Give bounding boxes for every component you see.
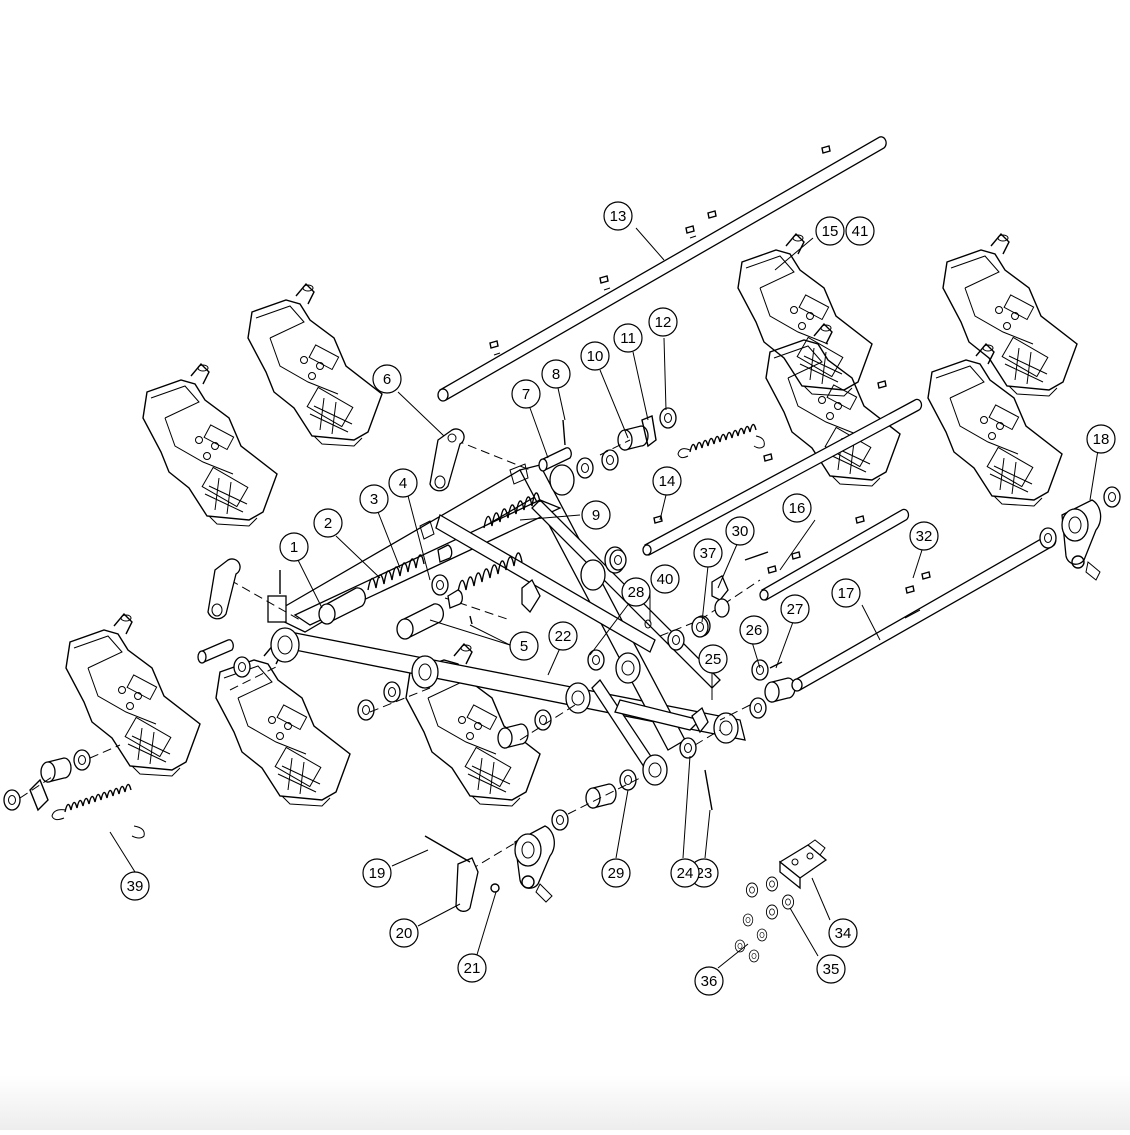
svg-text:9: 9 <box>592 507 600 524</box>
callout-10: 10 <box>580 341 610 371</box>
callout-9: 9 <box>581 500 611 530</box>
svg-text:5: 5 <box>520 638 528 655</box>
svg-text:36: 36 <box>701 973 718 990</box>
svg-text:15: 15 <box>822 223 839 240</box>
long-shaft <box>437 136 887 402</box>
callout-20: 20 <box>389 918 419 948</box>
svg-text:39: 39 <box>127 878 144 895</box>
callout-24: 24 <box>670 858 700 888</box>
pins-bushings <box>3 407 1121 831</box>
svg-text:16: 16 <box>789 500 806 517</box>
callout-18: 18 <box>1086 424 1116 454</box>
callout-39: 39 <box>120 871 150 901</box>
svg-text:7: 7 <box>522 386 530 403</box>
callout-14: 14 <box>652 466 682 496</box>
brackets <box>207 428 1102 912</box>
svg-text:2: 2 <box>324 515 332 532</box>
callout-34: 34 <box>828 918 858 948</box>
svg-text:13: 13 <box>610 208 627 225</box>
svg-text:22: 22 <box>555 628 572 645</box>
svg-text:32: 32 <box>916 528 933 545</box>
svg-text:3: 3 <box>370 491 378 508</box>
svg-text:10: 10 <box>587 348 604 365</box>
callout-12: 12 <box>648 307 678 337</box>
callout-22: 22 <box>548 621 578 651</box>
callout-32: 32 <box>909 521 939 551</box>
callout-1: 1 <box>279 532 309 562</box>
svg-text:23: 23 <box>696 865 713 882</box>
svg-text:20: 20 <box>396 925 413 942</box>
callout-11: 11 <box>613 323 643 353</box>
callout-4: 4 <box>388 468 418 498</box>
svg-text:24: 24 <box>677 865 694 882</box>
svg-text:18: 18 <box>1093 431 1110 448</box>
callout-5: 5 <box>509 631 539 661</box>
callout-36: 36 <box>694 966 724 996</box>
svg-text:21: 21 <box>464 960 481 977</box>
callout-29: 29 <box>601 858 631 888</box>
callout-2: 2 <box>313 508 343 538</box>
svg-text:26: 26 <box>746 622 763 639</box>
svg-text:6: 6 <box>383 371 391 388</box>
callout-17: 17 <box>831 578 861 608</box>
svg-text:14: 14 <box>659 473 676 490</box>
svg-text:28: 28 <box>628 584 645 601</box>
callout-15: 15 <box>815 216 845 246</box>
svg-text:1: 1 <box>290 539 298 556</box>
svg-text:4: 4 <box>399 475 407 492</box>
springs <box>51 423 765 839</box>
centre-lines <box>19 439 761 871</box>
svg-text:12: 12 <box>655 314 672 331</box>
callout-28: 28 <box>621 577 651 607</box>
callout-41: 41 <box>845 216 875 246</box>
svg-text:35: 35 <box>823 961 840 978</box>
callout-40: 40 <box>650 564 680 594</box>
leader-lines <box>109 227 1099 969</box>
svg-text:40: 40 <box>657 571 674 588</box>
bottom-shade <box>0 1075 1130 1130</box>
svg-text:25: 25 <box>705 651 722 668</box>
callout-26: 26 <box>739 615 769 645</box>
callout-25: 25 <box>698 644 728 674</box>
callout-35: 35 <box>816 954 846 984</box>
shafts <box>642 380 1057 692</box>
callout-30: 30 <box>725 516 755 546</box>
callout-6: 6 <box>372 364 402 394</box>
callout-16: 16 <box>782 493 812 523</box>
svg-text:8: 8 <box>552 366 560 383</box>
callout-8: 8 <box>541 359 571 389</box>
svg-text:27: 27 <box>787 601 804 618</box>
callout-7: 7 <box>511 379 541 409</box>
svg-text:41: 41 <box>852 223 869 240</box>
svg-text:34: 34 <box>835 925 852 942</box>
callout-13: 13 <box>603 201 633 231</box>
callout-27: 27 <box>780 594 810 624</box>
callout-37: 37 <box>693 538 723 568</box>
svg-text:19: 19 <box>369 865 386 882</box>
callout-bubbles: 1 2 3 4 5 6 7 8 9 10 11 12 13 14 15 41 1… <box>120 201 1116 996</box>
hitch-plate-hardware <box>734 839 828 963</box>
callout-3: 3 <box>359 484 389 514</box>
svg-text:11: 11 <box>620 330 636 347</box>
svg-text:17: 17 <box>838 585 855 602</box>
svg-text:37: 37 <box>700 545 717 562</box>
svg-text:30: 30 <box>732 523 749 540</box>
svg-text:29: 29 <box>608 865 625 882</box>
callout-21: 21 <box>457 953 487 983</box>
callout-19: 19 <box>362 858 392 888</box>
